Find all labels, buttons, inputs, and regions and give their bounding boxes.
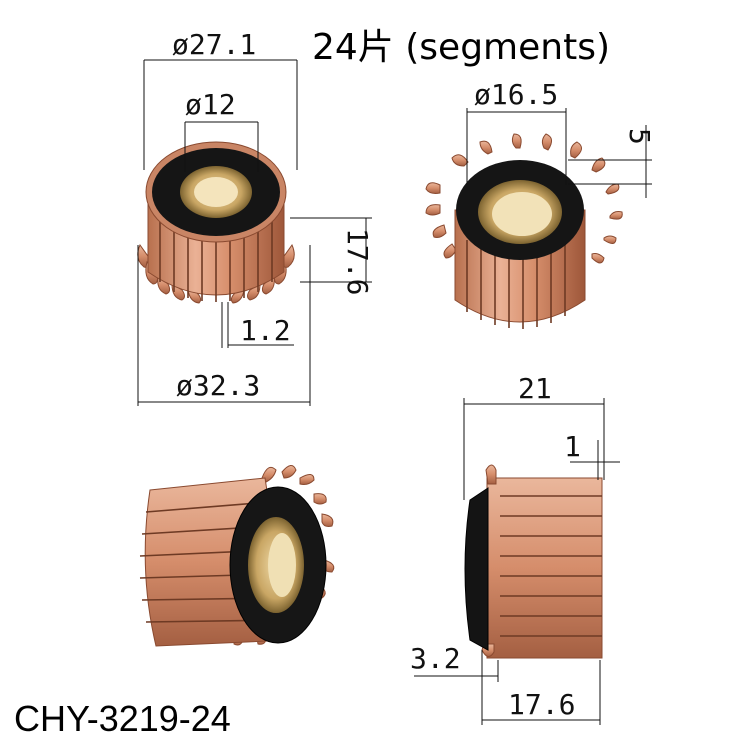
commutator-iso-view xyxy=(425,133,623,329)
dim-hook-length: 3.2 xyxy=(410,642,461,675)
hook-ring-iso xyxy=(425,133,623,264)
model-number: CHY-3219-24 xyxy=(14,698,231,739)
segment-slots-iso xyxy=(466,240,566,329)
dims-bottom-right xyxy=(414,398,620,725)
dim-outer-top-diameter: ø27.1 xyxy=(172,28,256,61)
dim-bore-diameter: ø16.5 xyxy=(474,78,558,111)
commutator-side-iso xyxy=(139,465,335,647)
dims-top-left xyxy=(137,59,372,406)
dim-outer-diameter: ø32.3 xyxy=(176,369,260,402)
dim-inner-diameter: ø12 xyxy=(185,88,236,121)
hooks-side xyxy=(481,464,497,657)
dim-lip: 1 xyxy=(564,430,581,463)
dim-height-segment: 17.6 xyxy=(341,228,374,295)
segment-slots-side xyxy=(500,495,602,637)
dim-hook-offset: 5 xyxy=(623,128,656,145)
dim-segment-length: 17.6 xyxy=(508,688,575,721)
commutator-top-view xyxy=(137,141,295,304)
dims-top-right xyxy=(466,108,652,198)
segments-title: 24片 (segments) xyxy=(312,27,611,68)
dim-total-length: 21 xyxy=(518,372,552,405)
commutator-side-view xyxy=(464,464,603,659)
dim-slot-width: 1.2 xyxy=(240,314,291,347)
